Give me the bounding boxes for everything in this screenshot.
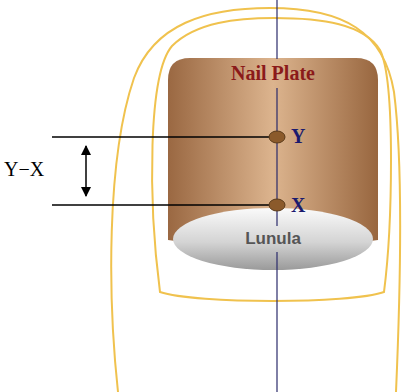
point-label-holder: X [291, 194, 305, 217]
dimension-arrow [85, 146, 87, 196]
axis-segment [276, 0, 277, 59]
leader-line [52, 204, 271, 206]
point-label-holder: Y [291, 125, 305, 148]
point-dot [269, 131, 285, 143]
point-label: Y [291, 125, 305, 148]
point-dot [269, 199, 285, 211]
region-name: Nail Plate [231, 62, 315, 85]
dimension-label-holder: Y−X [4, 158, 44, 181]
dimension-label: Y−X [4, 158, 44, 181]
finger-outline [111, 8, 400, 392]
axis-line [277, 0, 278, 392]
point-label: X [291, 194, 305, 217]
axis-segment [276, 252, 277, 392]
region-name: Lunula [245, 229, 301, 249]
leader-line [52, 136, 271, 138]
nail-fold-outline [152, 18, 391, 301]
lunula-region: Lunula [172, 207, 374, 271]
